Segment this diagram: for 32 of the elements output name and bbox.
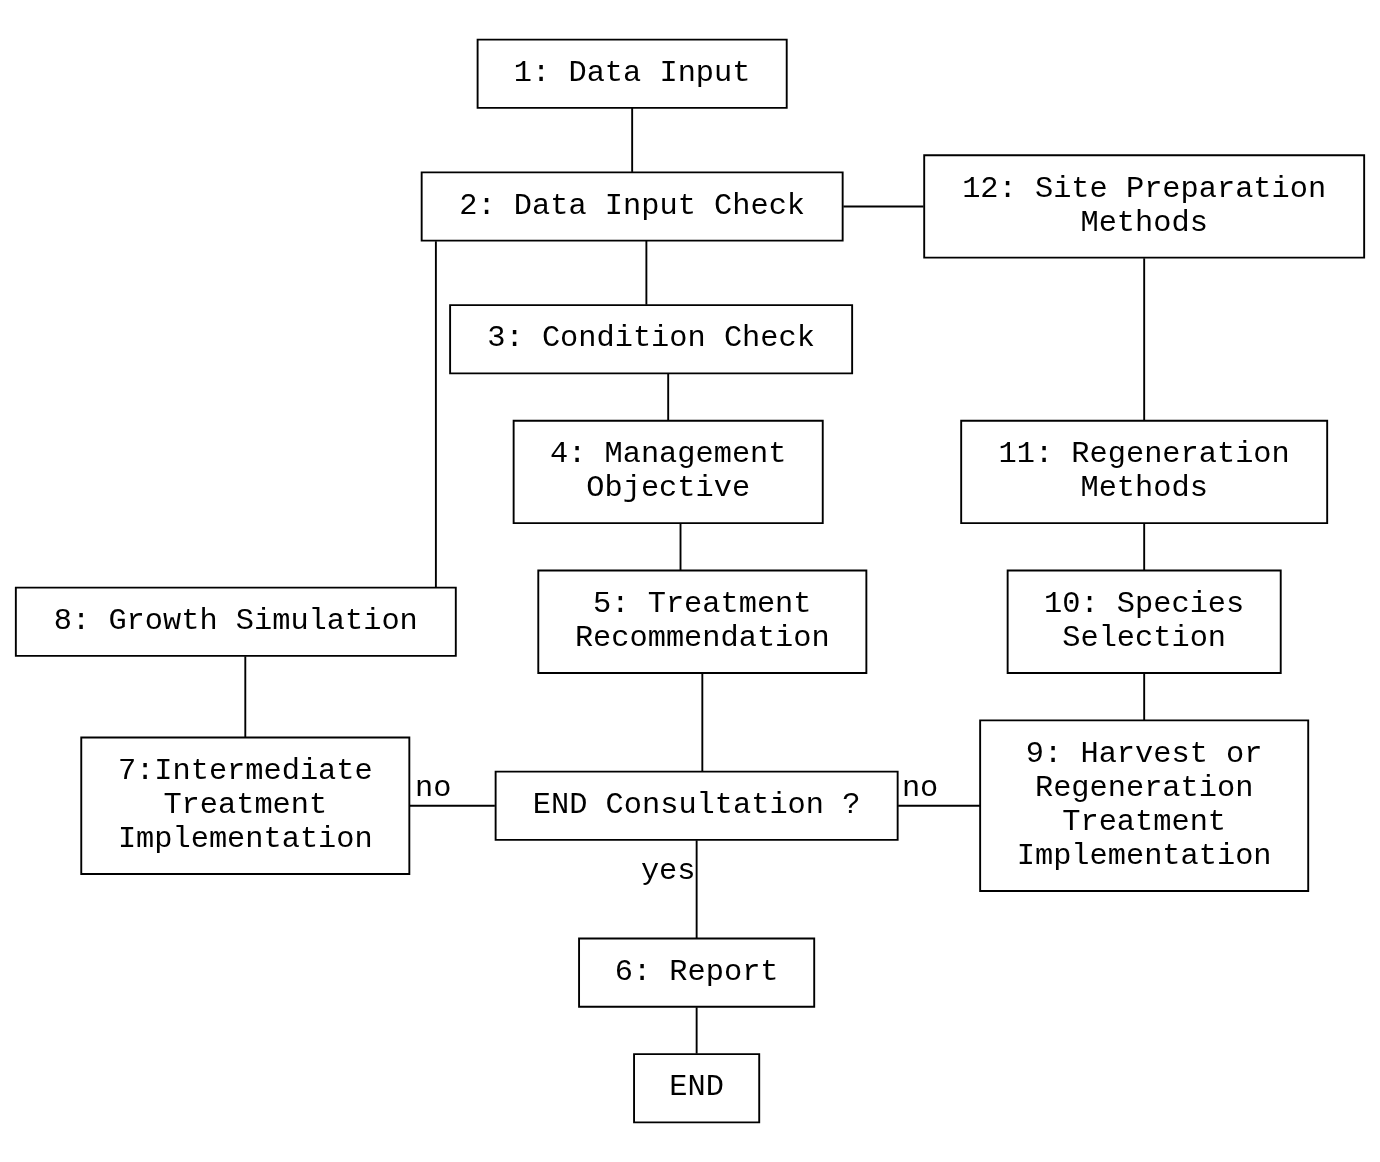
edge-label: no (901, 770, 939, 805)
connector (244, 655, 247, 738)
connector (897, 804, 981, 807)
connector (1143, 672, 1146, 722)
node-box: 2: Data Input Check (420, 171, 844, 242)
node-box: 9: Harvest or Regeneration Treatment Implementation (979, 719, 1310, 892)
connector (1143, 257, 1146, 422)
edge-label: no (415, 770, 452, 805)
connector (1143, 522, 1146, 572)
node-box: 7:Intermediate Treatment Implementation (80, 736, 411, 875)
node-box: 6: Report (578, 937, 816, 1008)
connector (631, 106, 634, 173)
node-box: 8: Growth Simulation (14, 586, 457, 657)
connector (842, 205, 925, 208)
node-box: 1: Data Input (476, 38, 788, 109)
connector (408, 804, 496, 807)
connector (667, 372, 670, 422)
connector (695, 1006, 698, 1055)
node-box: 5: Treatment Recommendation (537, 569, 868, 674)
node-box: 4: Management Objective (512, 419, 824, 525)
node-box: 10: Species Selection (1006, 569, 1282, 674)
node-box: END Consultation ? (494, 770, 899, 841)
connector (695, 839, 698, 940)
connector (434, 240, 437, 589)
connector (701, 672, 704, 772)
node-box: 3: Condition Check (449, 304, 854, 375)
connector (645, 239, 648, 306)
node-box: 11: Regeneration Methods (960, 419, 1329, 525)
node-box: END (633, 1053, 761, 1124)
connector (679, 522, 682, 572)
node-box: 12: Site Preparation Methods (923, 154, 1366, 259)
edge-label: yes (640, 854, 696, 889)
